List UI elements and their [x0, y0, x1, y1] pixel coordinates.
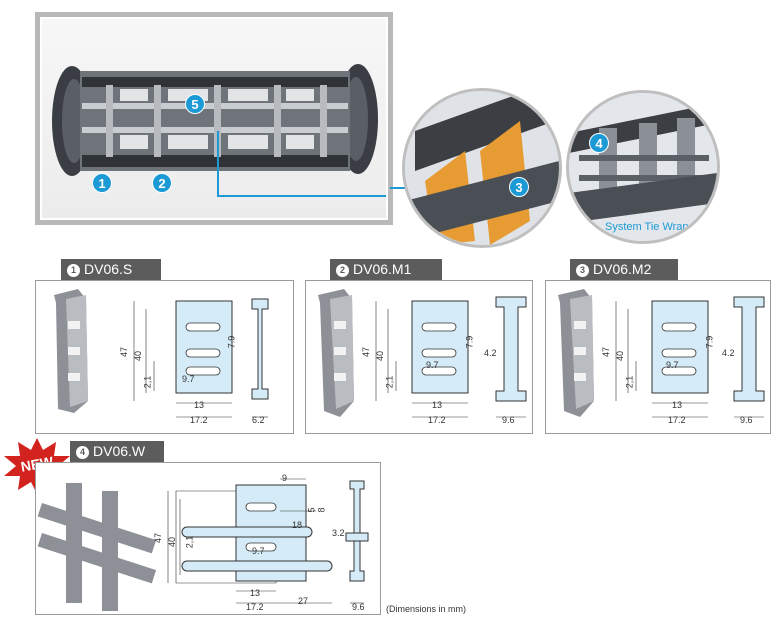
tab-dv06-m1: 2 DV06.M1: [330, 259, 442, 280]
dim-label-w97: 9.7: [666, 360, 679, 370]
dim-label-s96: 9.6: [502, 415, 515, 425]
drawing-dv06-s: [54, 289, 269, 418]
dim-label-s96: 9.6: [740, 415, 753, 425]
dim-label-v79: 7.9: [464, 335, 475, 349]
dim-label-w27: 27: [298, 596, 309, 606]
dim-label-h40: 40: [167, 536, 178, 548]
panel-dv06-s: 9.7 47 40 2,1 7.9 13 17.2 6.2: [35, 280, 294, 434]
tab-label: DV06.W: [93, 443, 146, 459]
tab-dv06-s: 1 DV06.S: [61, 259, 161, 280]
tab-label: DV06.M2: [593, 261, 652, 277]
tab-num: 2: [336, 264, 349, 277]
panel-dv06-w: 9 5 8 18 3.2 9.7 47 40 2,1 13 17.2 27 9.…: [35, 462, 381, 615]
drawing-dv06-w: [37, 478, 369, 611]
badge-5: 5: [185, 94, 205, 114]
dim-label-w97: 9.7: [252, 546, 265, 556]
dim-label-h21: 2,1: [384, 375, 395, 389]
tab-num: 3: [576, 264, 589, 277]
badge-3: 3: [509, 177, 529, 197]
dim-label-s62: 6.2: [252, 415, 265, 425]
drawing-dv06-m1: [318, 289, 527, 418]
dim-label-w172: 17.2: [246, 602, 264, 612]
dim-label-h40: 40: [133, 350, 144, 362]
dim-label-w97: 9.7: [426, 360, 439, 370]
dimensions-footnote: (Dimensions in mm): [386, 604, 467, 614]
hero-background: 1 2 5: [42, 19, 425, 218]
dim-label-w9: 9: [282, 473, 288, 483]
tab-label: DV06.S: [84, 261, 133, 277]
dim-label-w97: 9.7: [182, 374, 195, 384]
dim-label-s32: 3.2: [332, 528, 345, 538]
dim-label-w172: 17.2: [668, 415, 686, 425]
dim-label-h21: 2,1: [184, 535, 195, 549]
dim-label-h40: 40: [375, 350, 386, 362]
badge-4: 4: [589, 133, 609, 153]
badge-2: 2: [152, 173, 172, 193]
dim-label-w8: 8: [316, 507, 327, 513]
dim-label-w172: 17.2: [428, 415, 446, 425]
tie-wrap-caption: System Tie Wrap: [605, 221, 689, 233]
dim-label-w13: 13: [194, 400, 205, 410]
dim-label-h21: 2,1: [142, 375, 153, 389]
bracket-illustration: [405, 91, 559, 245]
tab-num: 1: [67, 264, 80, 277]
dim-label-w13: 13: [432, 400, 443, 410]
tab-dv06-m2: 3 DV06.M2: [570, 259, 678, 280]
dim-label-s96: 9.6: [352, 602, 365, 612]
dim-label-v79: 7.9: [704, 335, 715, 349]
dim-label-w13: 13: [250, 588, 261, 598]
drawing-dv06-m2: [558, 289, 765, 418]
dim-label-v42: 4.2: [484, 348, 497, 358]
dim-label-v42: 4.2: [722, 348, 735, 358]
tab-num: 4: [76, 446, 89, 459]
hero-product-image: 1 2 5: [35, 12, 425, 225]
badge-1: 1: [92, 173, 112, 193]
dim-label-w13: 13: [672, 400, 683, 410]
dim-label-h21: 2,1: [624, 375, 635, 389]
tab-label: DV06.M1: [353, 261, 412, 277]
zoom-bracket-detail: 3: [402, 88, 562, 248]
panel-dv06-m1: 9.7 4.2 47 40 2,1 7.9 13 17.2 9.6: [305, 280, 533, 434]
dim-label-v79: 7.9: [226, 335, 237, 349]
zoom-tie-wrap-detail: 4 System Tie Wrap: [566, 90, 720, 244]
dim-label-h40: 40: [615, 350, 626, 362]
dim-label-w18: 18: [292, 520, 303, 530]
panel-dv06-m2: 9.7 4.2 47 40 2,1 7.9 13 17.2 9.6: [545, 280, 771, 434]
dim-label-w172: 17.2: [190, 415, 208, 425]
tie-wrap-illustration: [569, 93, 717, 241]
tab-dv06-w: 4 DV06.W: [70, 441, 164, 462]
cable-carrier-illustration: [52, 64, 425, 197]
